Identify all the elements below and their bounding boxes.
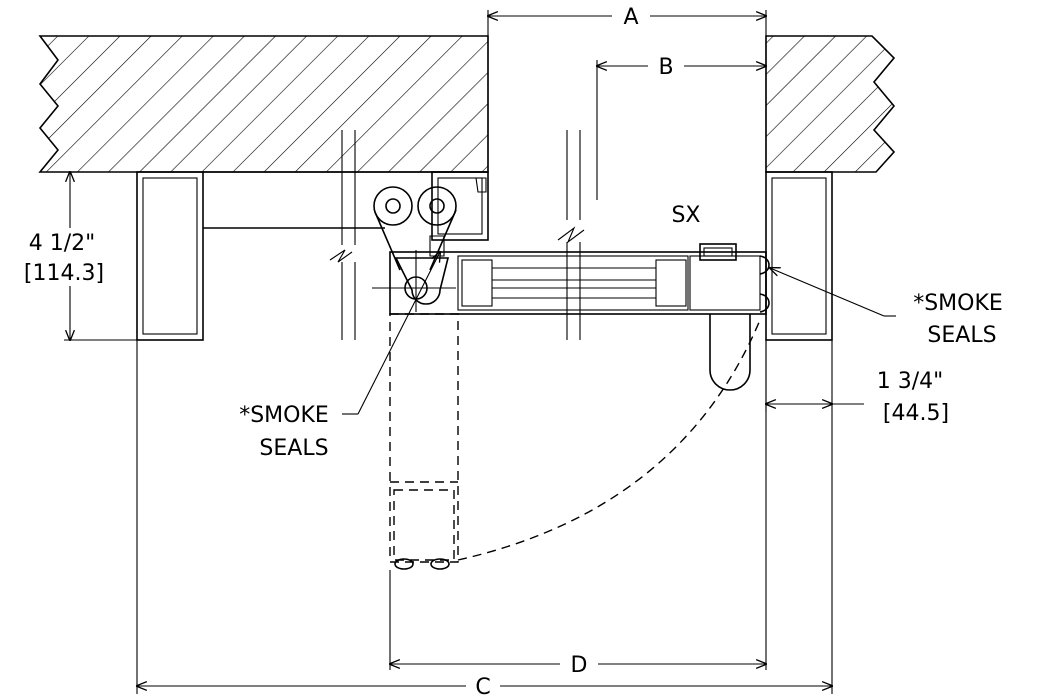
smoke-seal-callout-left: *SMOKE SEALS bbox=[239, 252, 440, 461]
latch-smoke-seal bbox=[759, 255, 770, 313]
break-line-left bbox=[329, 130, 356, 340]
door-thickness-metric: [44.5] bbox=[883, 401, 949, 426]
left-wall bbox=[38, 35, 489, 173]
frame-bracket bbox=[429, 171, 489, 257]
door-closed bbox=[389, 243, 767, 315]
jamb-depth-imperial: 4 1/2" bbox=[29, 231, 96, 256]
dim-c-label: C bbox=[475, 675, 490, 698]
right-wall bbox=[765, 35, 896, 173]
dim-a-label: A bbox=[623, 5, 638, 30]
smoke-seal-left-line1: *SMOKE bbox=[239, 403, 329, 428]
dim-a: A bbox=[488, 5, 766, 30]
left-jamb bbox=[136, 171, 204, 341]
swing-arc bbox=[457, 319, 761, 561]
smoke-seal-right-line1: *SMOKE bbox=[913, 291, 1003, 316]
dim-d-label: D bbox=[571, 653, 588, 678]
smoke-seal-right-line2: SEALS bbox=[927, 323, 996, 348]
door-thickness-imperial: 1 3/4" bbox=[877, 369, 944, 394]
model-label: SX bbox=[671, 203, 700, 228]
right-jamb bbox=[765, 171, 833, 341]
dim-b: B bbox=[597, 55, 766, 200]
dim-d: D bbox=[390, 340, 766, 678]
dim-c: C bbox=[137, 340, 832, 698]
header-bar bbox=[203, 171, 488, 229]
smoke-seal-left-line2: SEALS bbox=[259, 436, 328, 461]
dim-door-thickness: 1 3/4" [44.5] bbox=[766, 340, 949, 426]
smoke-seal-callout-right: *SMOKE SEALS bbox=[770, 268, 1003, 348]
door-open-dashed bbox=[389, 313, 459, 570]
break-line-middle bbox=[557, 130, 585, 340]
pivot-pin bbox=[372, 250, 456, 312]
jamb-depth-metric: [114.3] bbox=[24, 261, 104, 286]
door-pull bbox=[709, 314, 751, 391]
dim-jamb-depth: 4 1/2" [114.3] bbox=[20, 172, 137, 340]
dim-b-label: B bbox=[658, 55, 673, 80]
